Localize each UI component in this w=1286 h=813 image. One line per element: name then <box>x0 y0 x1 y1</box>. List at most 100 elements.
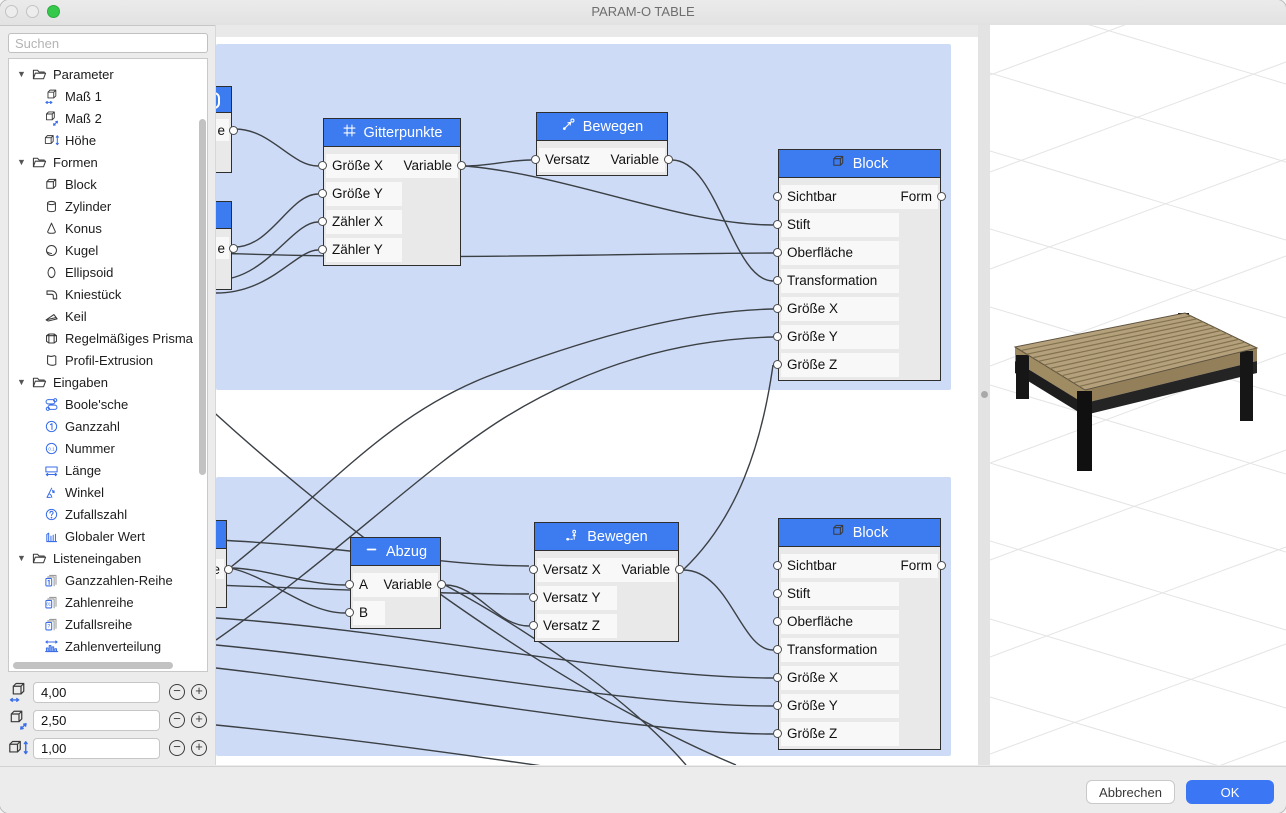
output-port[interactable] <box>937 561 946 570</box>
increment-button[interactable]: + <box>191 740 207 756</box>
disclosure-triangle-icon[interactable]: ▼ <box>17 157 26 167</box>
output-row-fragment[interactable]: e <box>216 119 229 141</box>
tree-item-zahlenverteilung[interactable]: Zahlenverteilung <box>9 635 207 657</box>
input-port[interactable] <box>773 248 782 257</box>
node-header[interactable]: Bewegen <box>537 113 667 141</box>
node-header[interactable]: Abzug <box>351 538 440 566</box>
input-row-gr-e-z[interactable]: Größe Z <box>781 352 899 377</box>
tree-item-kugel[interactable]: Kugel <box>9 239 207 261</box>
input-row-b[interactable]: B <box>353 600 385 625</box>
increment-button[interactable]: + <box>191 712 207 728</box>
input-port[interactable] <box>529 593 538 602</box>
input-port[interactable] <box>773 332 782 341</box>
output-port[interactable] <box>224 564 233 574</box>
minimize-button[interactable] <box>26 5 39 18</box>
tree-item-zylinder[interactable]: Zylinder <box>9 195 207 217</box>
tree-item-ganzzahl[interactable]: Ganzzahl <box>9 415 207 437</box>
input-port[interactable] <box>318 245 327 254</box>
output-row-variable[interactable]: Variable <box>595 147 665 172</box>
tree-item-ma-1[interactable]: Maß 1 <box>9 85 207 107</box>
input-port[interactable] <box>531 155 540 164</box>
output-row-variable[interactable]: Variable <box>390 153 458 178</box>
tree-item-konus[interactable]: Konus <box>9 217 207 239</box>
tree-item-globaler-wert[interactable]: Globaler Wert <box>9 525 207 547</box>
output-port[interactable] <box>457 161 466 170</box>
output-port[interactable] <box>229 243 238 253</box>
tree-item-h-he[interactable]: Höhe <box>9 129 207 151</box>
node-header[interactable]: Bewegen <box>535 523 678 551</box>
tree-item-eingaben[interactable]: ▼Eingaben <box>9 371 207 393</box>
input-port[interactable] <box>773 589 782 598</box>
panel-splitter[interactable] <box>978 25 990 765</box>
input-row-versatz-x[interactable]: Versatz X <box>537 557 617 582</box>
input-row-gr-e-x[interactable]: Größe X <box>781 296 899 321</box>
tree-item-boole-sche[interactable]: Boole'sche <box>9 393 207 415</box>
disclosure-triangle-icon[interactable]: ▼ <box>17 377 26 387</box>
output-port[interactable] <box>437 580 446 589</box>
tree-item-formen[interactable]: ▼Formen <box>9 151 207 173</box>
node-header[interactable]: Gitterpunkte <box>324 119 460 147</box>
tree-item-ganzzahlen-reihe[interactable]: Ganzzahlen-Reihe <box>9 569 207 591</box>
input-port[interactable] <box>773 360 782 369</box>
tree-item-parameter[interactable]: ▼Parameter <box>9 63 207 85</box>
node-partial[interactable]: e <box>216 520 233 608</box>
input-row-stift[interactable]: Stift <box>781 212 899 237</box>
disclosure-triangle-icon[interactable]: ▼ <box>17 553 26 563</box>
input-row-versatz-z[interactable]: Versatz Z <box>537 613 617 638</box>
input-port[interactable] <box>773 561 782 570</box>
3d-preview-panel[interactable] <box>990 25 1286 765</box>
input-port[interactable] <box>773 701 782 710</box>
tree-item-block[interactable]: Block <box>9 173 207 195</box>
decrement-button[interactable]: − <box>169 684 185 700</box>
output-port[interactable] <box>664 155 673 164</box>
input-port[interactable] <box>529 621 538 630</box>
input-port[interactable] <box>773 673 782 682</box>
input-row-gr-e-z[interactable]: Größe Z <box>781 721 899 746</box>
output-row-variable[interactable]: Variable <box>370 572 438 597</box>
output-port[interactable] <box>675 565 684 574</box>
node-header[interactable]: Block <box>779 150 940 178</box>
input-port[interactable] <box>318 189 327 198</box>
param-value-input[interactable] <box>33 738 160 759</box>
tree-item-l-nge[interactable]: Länge <box>9 459 207 481</box>
tree-item-ellipsoid[interactable]: Ellipsoid <box>9 261 207 283</box>
output-row-fragment[interactable]: e <box>216 559 224 579</box>
input-row-gr-e-y[interactable]: Größe Y <box>781 324 899 349</box>
param-value-input[interactable] <box>33 682 160 703</box>
tree-item-kniest-ck[interactable]: Kniestück <box>9 283 207 305</box>
input-port[interactable] <box>529 565 538 574</box>
search-input[interactable] <box>8 33 208 53</box>
input-port[interactable] <box>773 729 782 738</box>
input-row-versatz-y[interactable]: Versatz Y <box>537 585 617 610</box>
tree-hscroll-thumb[interactable] <box>13 662 173 669</box>
tree-item-listeneingaben[interactable]: ▼Listeneingaben <box>9 547 207 569</box>
tree-item-regelm-iges-prisma[interactable]: Regelmäßiges Prisma <box>9 327 207 349</box>
disclosure-triangle-icon[interactable]: ▼ <box>17 69 26 79</box>
tree-item-zufallsreihe[interactable]: ?Zufallsreihe <box>9 613 207 635</box>
input-row-z-hler-x[interactable]: Zähler X <box>326 209 402 234</box>
input-row-gr-e-y[interactable]: Größe Y <box>326 181 402 206</box>
input-row-gr-e-y[interactable]: Größe Y <box>781 693 899 718</box>
cancel-button[interactable]: Abbrechen <box>1086 780 1175 804</box>
decrement-button[interactable]: − <box>169 712 185 728</box>
input-row-sichtbar[interactable]: Sichtbar <box>781 184 899 209</box>
input-row-oberfl-che[interactable]: Oberfläche <box>781 609 899 634</box>
increment-button[interactable]: + <box>191 684 207 700</box>
input-row-transformation[interactable]: Transformation <box>781 637 899 662</box>
output-port[interactable] <box>937 192 946 201</box>
input-port[interactable] <box>773 192 782 201</box>
tree-item-zufallszahl[interactable]: Zufallszahl <box>9 503 207 525</box>
output-row-form[interactable]: Form <box>882 184 938 209</box>
tree-item-profil-extrusion[interactable]: Profil-Extrusion <box>9 349 207 371</box>
node-header[interactable] <box>216 87 231 113</box>
input-row-gr-e-x[interactable]: Größe X <box>326 153 402 178</box>
input-port[interactable] <box>318 217 327 226</box>
